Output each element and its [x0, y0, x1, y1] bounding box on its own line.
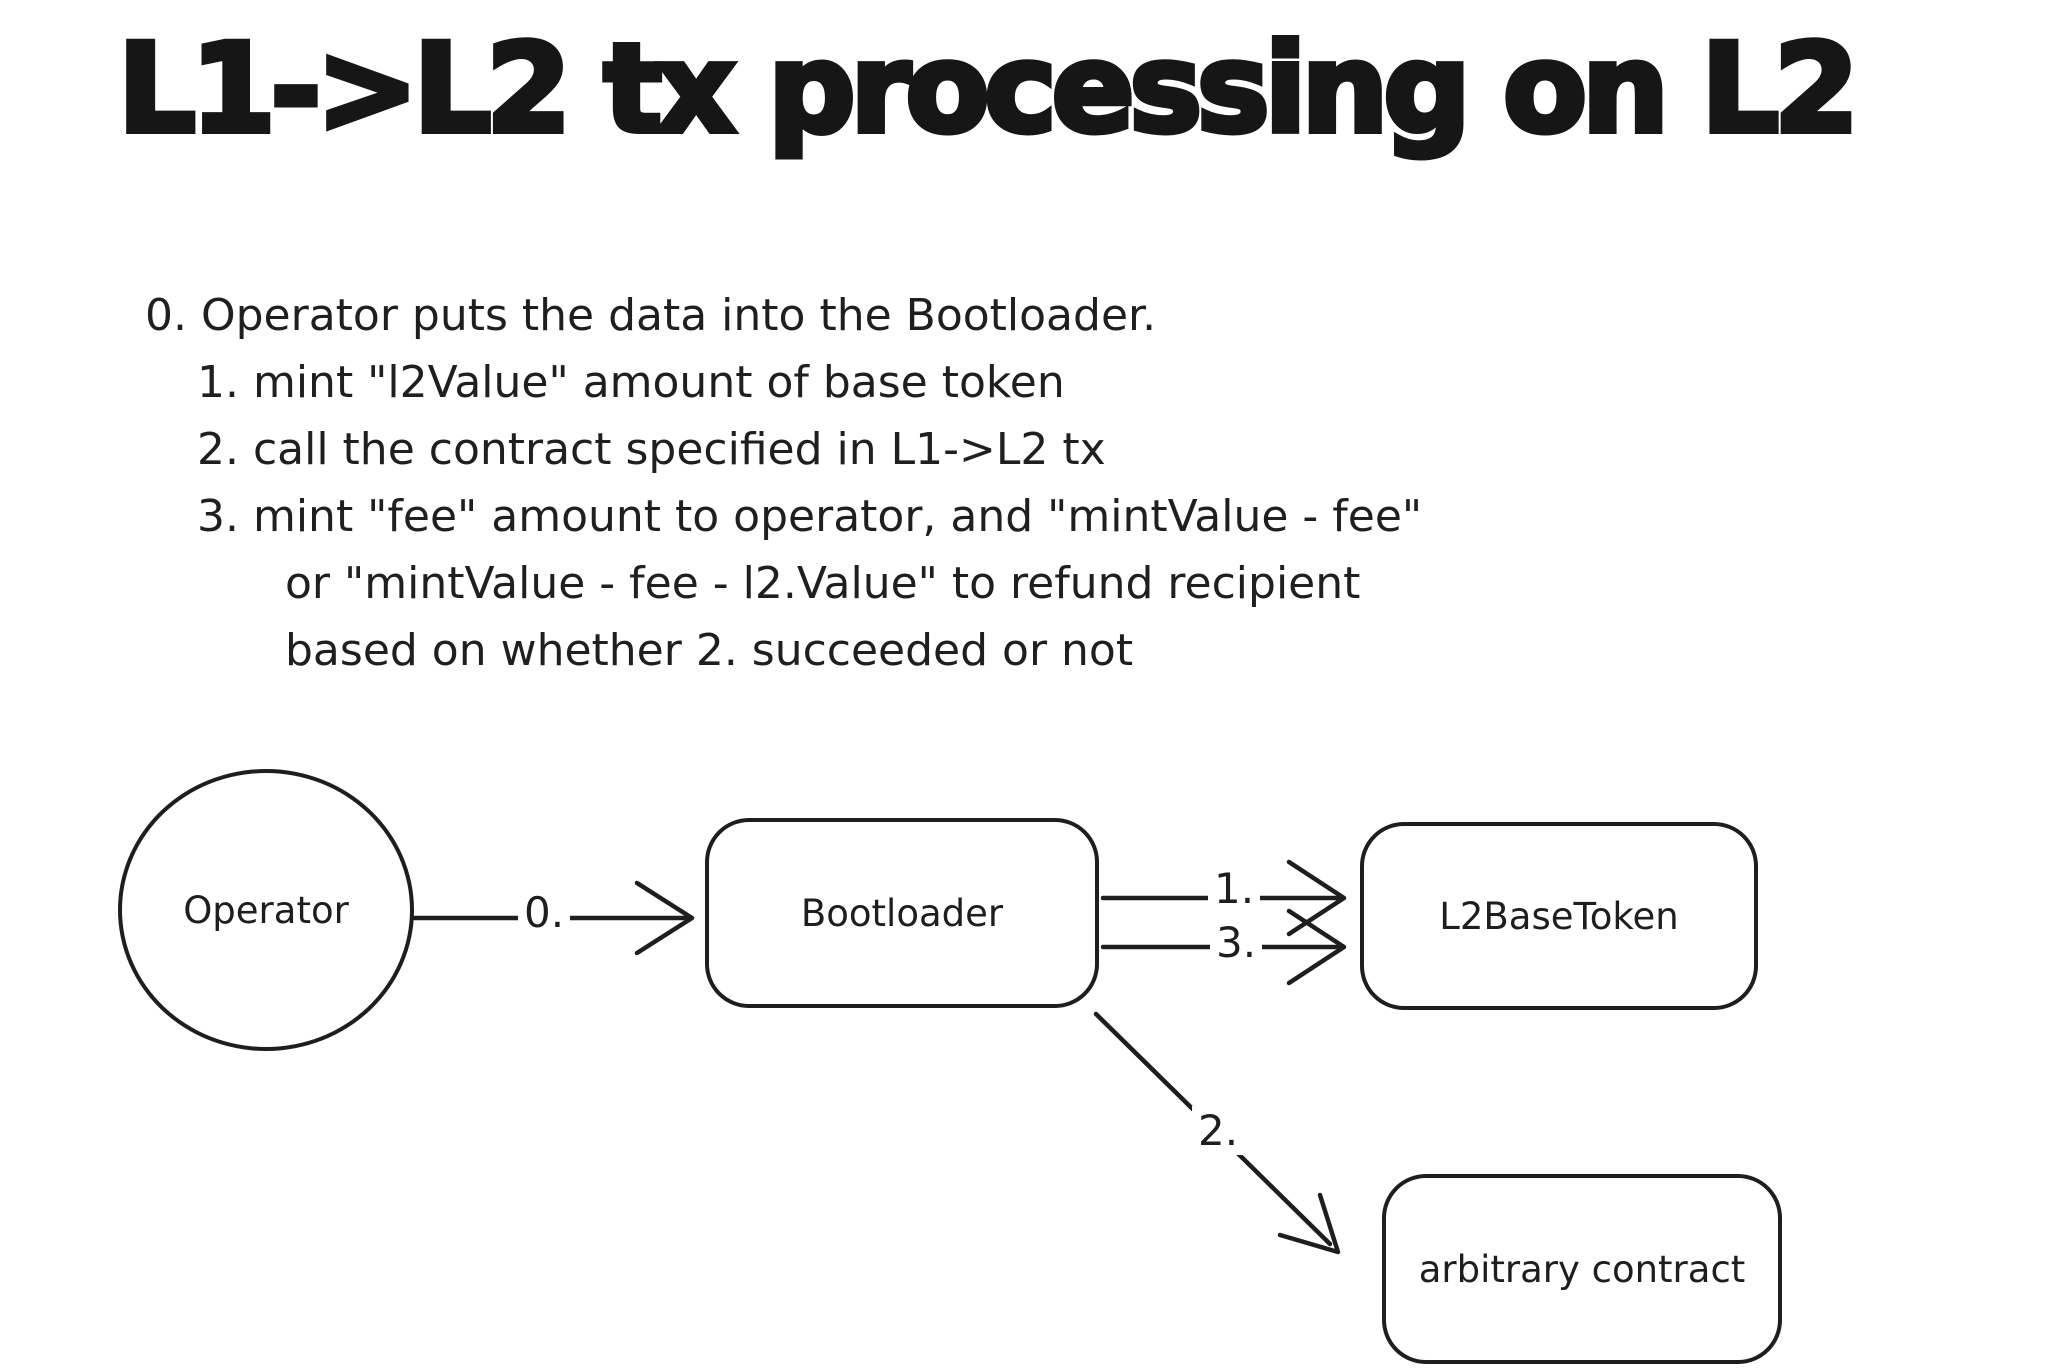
- node-l2basetoken: L2BaseToken: [1360, 822, 1758, 1010]
- edge-label-2: 2.: [1192, 1106, 1245, 1155]
- node-arbitrary-contract: arbitrary contract: [1382, 1174, 1782, 1364]
- page-title: L1->L2 tx processing on L2: [115, 18, 1862, 160]
- step-3: 3. mint "fee" amount to operator, and "m…: [197, 491, 1423, 542]
- node-arbitrary-contract-label: arbitrary contract: [1418, 1247, 1746, 1291]
- step-list: 0. Operator puts the data into the Bootl…: [145, 282, 1422, 684]
- node-bootloader: Bootloader: [705, 818, 1099, 1008]
- arrow-0-head: [634, 880, 695, 956]
- step-0: 0. Operator puts the data into the Bootl…: [145, 290, 1157, 341]
- edge-label-1: 1.: [1208, 864, 1261, 913]
- edge-label-3: 3.: [1210, 918, 1263, 967]
- step-3-continued-2: based on whether 2. succeeded or not: [285, 625, 1134, 676]
- edge-label-0: 0.: [518, 888, 571, 937]
- node-l2basetoken-label: L2BaseToken: [1439, 894, 1679, 938]
- step-3-continued: or "mintValue - fee - l2.Value" to refun…: [285, 558, 1361, 609]
- step-2: 2. call the contract specified in L1->L2…: [197, 424, 1106, 475]
- node-operator: Operator: [118, 769, 414, 1051]
- arrow-1-head: [1286, 859, 1347, 937]
- arrow-3-head: [1286, 908, 1347, 986]
- arrow-2-head: [1277, 1192, 1341, 1255]
- node-operator-label: Operator: [183, 888, 349, 932]
- node-bootloader-label: Bootloader: [800, 891, 1004, 935]
- step-1: 1. mint "l2Value" amount of base token: [197, 357, 1065, 408]
